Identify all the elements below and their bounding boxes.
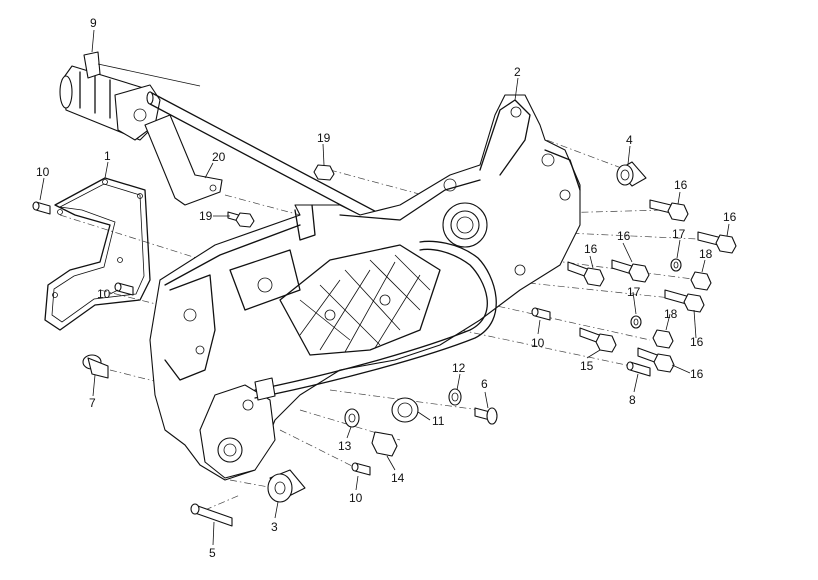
bracket bbox=[144, 114, 223, 206]
bolt-16-d bbox=[611, 259, 650, 283]
bolt-19-b bbox=[227, 211, 255, 228]
callout-10-mid-left: 10 bbox=[97, 287, 111, 301]
callout-14: 14 bbox=[391, 471, 405, 485]
callout-10-right: 10 bbox=[531, 336, 545, 350]
bolt-16-c bbox=[567, 261, 605, 287]
callout-17-b: 17 bbox=[627, 285, 641, 299]
callout-20: 20 bbox=[212, 150, 226, 164]
callout-10-bottom: 10 bbox=[349, 491, 363, 505]
callout-13: 13 bbox=[338, 439, 352, 453]
plug-6 bbox=[474, 407, 498, 425]
washer-13 bbox=[344, 408, 360, 428]
callout-labels: 9 1 2 4 10 20 19 19 10 7 10 15 8 6 12 11… bbox=[36, 16, 737, 560]
nut-18-a bbox=[690, 271, 712, 291]
callout-6: 6 bbox=[481, 377, 488, 391]
bolt-16-b bbox=[697, 231, 737, 254]
callout-2: 2 bbox=[514, 65, 521, 79]
callout-18-a: 18 bbox=[699, 247, 713, 261]
pin-8 bbox=[626, 361, 651, 377]
dowel-10-right bbox=[531, 307, 551, 321]
bolt-19-a bbox=[313, 164, 335, 181]
seal-11 bbox=[391, 397, 419, 423]
bolt-16-a bbox=[649, 199, 689, 222]
cable bbox=[254, 240, 497, 401]
gasket bbox=[44, 177, 151, 331]
dowel-10-left-top bbox=[32, 201, 51, 215]
callout-19-mid: 19 bbox=[199, 209, 213, 223]
callout-3: 3 bbox=[271, 520, 278, 534]
bolt-15 bbox=[579, 327, 617, 353]
bushing-3 bbox=[267, 469, 306, 503]
callout-7: 7 bbox=[89, 396, 96, 410]
callout-19-top: 19 bbox=[317, 131, 331, 145]
callout-11: 11 bbox=[432, 414, 445, 428]
drain-bolt-14 bbox=[371, 431, 398, 457]
bolt-16-e bbox=[664, 289, 705, 313]
callout-16-f: 16 bbox=[690, 367, 704, 381]
callout-16-c: 16 bbox=[584, 242, 598, 256]
callout-15: 15 bbox=[580, 359, 594, 373]
callout-16-e: 16 bbox=[690, 335, 704, 349]
callout-17-a: 17 bbox=[672, 227, 686, 241]
callout-9: 9 bbox=[90, 16, 97, 30]
dowel-10-left-mid bbox=[114, 282, 134, 296]
bushing bbox=[616, 161, 647, 187]
washer-17-b bbox=[630, 315, 642, 329]
washer-17-a bbox=[670, 258, 682, 272]
callout-18-b: 18 bbox=[664, 307, 678, 321]
nut-18-b bbox=[652, 329, 674, 349]
callout-8: 8 bbox=[629, 393, 636, 407]
starter-motor bbox=[59, 51, 201, 141]
callout-5: 5 bbox=[209, 546, 216, 560]
callout-16-b: 16 bbox=[723, 210, 737, 224]
pin-5 bbox=[190, 503, 233, 527]
bushing-7 bbox=[82, 354, 109, 379]
o-ring-12 bbox=[448, 388, 462, 406]
callout-4: 4 bbox=[626, 133, 633, 147]
bolt-16-f bbox=[637, 347, 675, 373]
callout-12: 12 bbox=[452, 361, 466, 375]
callout-16-a: 16 bbox=[674, 178, 688, 192]
leader-lines bbox=[39, 29, 730, 546]
dowel-10-bottom bbox=[351, 462, 371, 476]
callout-10-top-left: 10 bbox=[36, 165, 50, 179]
callout-16-d: 16 bbox=[617, 229, 631, 243]
callout-1: 1 bbox=[104, 149, 111, 163]
